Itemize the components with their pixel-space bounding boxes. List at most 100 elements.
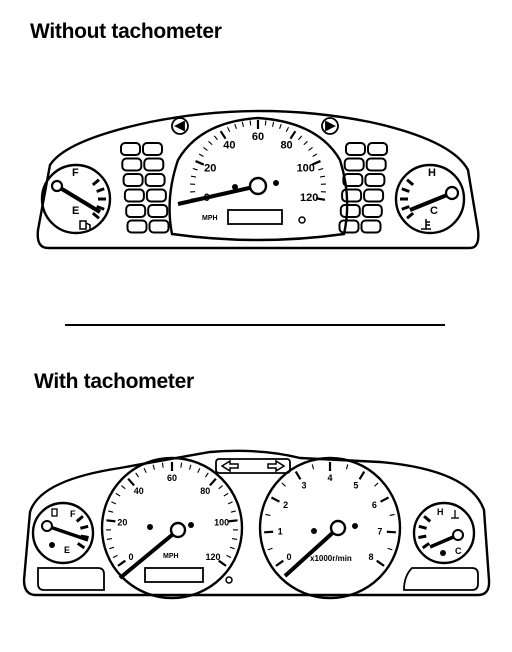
fuel-pump-icon [79, 220, 91, 230]
speedometer-b-minor-tick [231, 538, 238, 541]
speedometer-needle-a [177, 184, 259, 206]
tachometer-b-major-tick [380, 496, 390, 503]
tachometer-b-tick-label: 3 [302, 480, 307, 490]
turn-signal-left-icon [220, 459, 239, 473]
lower-pod-right [403, 567, 479, 591]
warning-light-right-lamp [363, 188, 385, 203]
cluster-a-bezel [36, 109, 480, 250]
speedometer-a-minor-tick [271, 121, 275, 127]
warning-light-left-lamp [123, 188, 145, 203]
speedometer-b-minor-tick [115, 492, 121, 497]
warning-light-left-lamp [142, 142, 163, 156]
tachometer-b-minor-tick [389, 513, 395, 516]
speedometer-b-major-tick [209, 477, 217, 487]
speedometer-b-minor-tick [135, 472, 139, 478]
speedometer-b-minor-tick [180, 462, 183, 468]
section-title-with-tachometer: With tachometer [34, 370, 194, 393]
speedometer-b-minor-tick [143, 467, 147, 473]
speedometer-needle-b [118, 528, 180, 580]
speedometer-b-minor-tick [205, 472, 209, 478]
speedometer-b-minor-tick [106, 538, 113, 541]
turn-signal-right-icon [267, 459, 286, 473]
fuel-gauge-b-tick [76, 542, 86, 550]
tachometer-b-major-tick [270, 496, 280, 503]
tachometer-b-tick-label: 0 [287, 552, 292, 562]
speedometer-a-minor-tick [208, 140, 213, 146]
fuel-empty-label: E [72, 205, 79, 217]
tachometer-b-minor-tick [265, 513, 271, 516]
warning-light-right-lamp [365, 157, 387, 172]
warning-lights-left-a [120, 142, 170, 234]
temp-hot-label-b: H [437, 507, 444, 517]
warning-light-left-lamp [120, 142, 141, 156]
speedometer-b-major-tick [127, 477, 135, 487]
coolant-temp-icon [451, 510, 459, 519]
temperature-gauge-a-tick [406, 178, 415, 187]
speedometer-a-major-tick [311, 160, 321, 166]
speedometer-b-major-tick [218, 559, 227, 567]
temperature-gauge-b-tick [421, 542, 431, 550]
tachometer-b-minor-tick [281, 482, 286, 487]
speedometer-a-minor-tick [279, 123, 282, 129]
turn-signal-right-icon [321, 117, 339, 135]
warning-light-left-lamp [126, 219, 148, 234]
tachometer-b-major-tick [358, 471, 366, 480]
warning-light-right-lamp [339, 204, 361, 218]
odometer-display-a [227, 209, 283, 225]
speedometer-b-tick-label: 20 [117, 517, 127, 527]
speedometer-a-minor-tick [198, 153, 204, 157]
warning-lights-right-a [338, 142, 388, 234]
speedometer-a-major-tick [219, 130, 227, 140]
warning-light-left-lamp [144, 173, 166, 187]
speedometer-a-tick-label: 60 [252, 131, 264, 143]
tachometer-b-major-tick [294, 471, 302, 480]
speed-unit-a: MPH [202, 215, 218, 222]
speedometer-b-tick-label: 40 [134, 486, 144, 496]
warning-light-left-lamp [125, 204, 147, 218]
temp-cold-label: C [430, 205, 438, 217]
speedometer-a-major-tick [315, 197, 326, 201]
indicator-strip [215, 458, 291, 474]
fuel-gauge-b-tick [75, 515, 84, 523]
speed-unit-b: MPH [163, 553, 179, 560]
turn-signal-left-icon [171, 117, 189, 135]
speedometer-b-major-tick [228, 519, 238, 523]
tachometer-b-tick-label: 8 [368, 552, 373, 562]
speedometer-a-tick-label: 100 [297, 162, 315, 174]
warning-light-left-lamp [143, 157, 165, 172]
warning-light-right-lamp [361, 204, 383, 218]
speedometer-b-minor-tick [188, 464, 192, 470]
speedometer-b-major-tick [117, 559, 126, 567]
warning-light-right-lamp [343, 157, 365, 172]
speedometer-a-major-tick [195, 160, 205, 166]
tachometer-b-tick-label: 5 [353, 480, 358, 490]
speedometer-a-minor-tick [298, 135, 303, 141]
speedometer-a-major-tick [289, 130, 297, 140]
speedometer-a-minor-tick [203, 146, 208, 151]
warning-light-right-lamp [367, 142, 388, 156]
speedometer-a-minor-tick [308, 146, 313, 151]
tachometer-needle-b [283, 526, 340, 578]
lower-pod-left [37, 567, 105, 591]
speedometer-a-minor-tick [312, 153, 318, 157]
fuel-gauge-b: F E [31, 501, 95, 565]
speedometer-b-minor-tick [108, 510, 114, 513]
fuel-gauge-b-tick [79, 524, 89, 530]
temperature-gauge-b: H C [412, 501, 476, 565]
tach-unit-label: x1000r/min [310, 554, 352, 563]
speedometer-a-tick-label: 120 [300, 192, 318, 204]
fuel-gauge-a-tick [96, 187, 105, 193]
warning-light-right-lamp [364, 173, 386, 187]
speedometer-a-tick-label: 40 [223, 139, 235, 151]
speedometer-a-minor-tick [318, 167, 324, 171]
warning-light-right-lamp [345, 142, 366, 156]
warning-light-right-lamp [341, 188, 363, 203]
fuel-gauge-a: F E [40, 163, 112, 235]
tachometer-b-tick-label: 7 [377, 526, 382, 536]
warning-light-left-lamp [121, 157, 143, 172]
odometer-display-b [144, 567, 204, 583]
fuel-needle-b [46, 524, 89, 542]
speedometer-a-minor-tick [264, 120, 267, 126]
